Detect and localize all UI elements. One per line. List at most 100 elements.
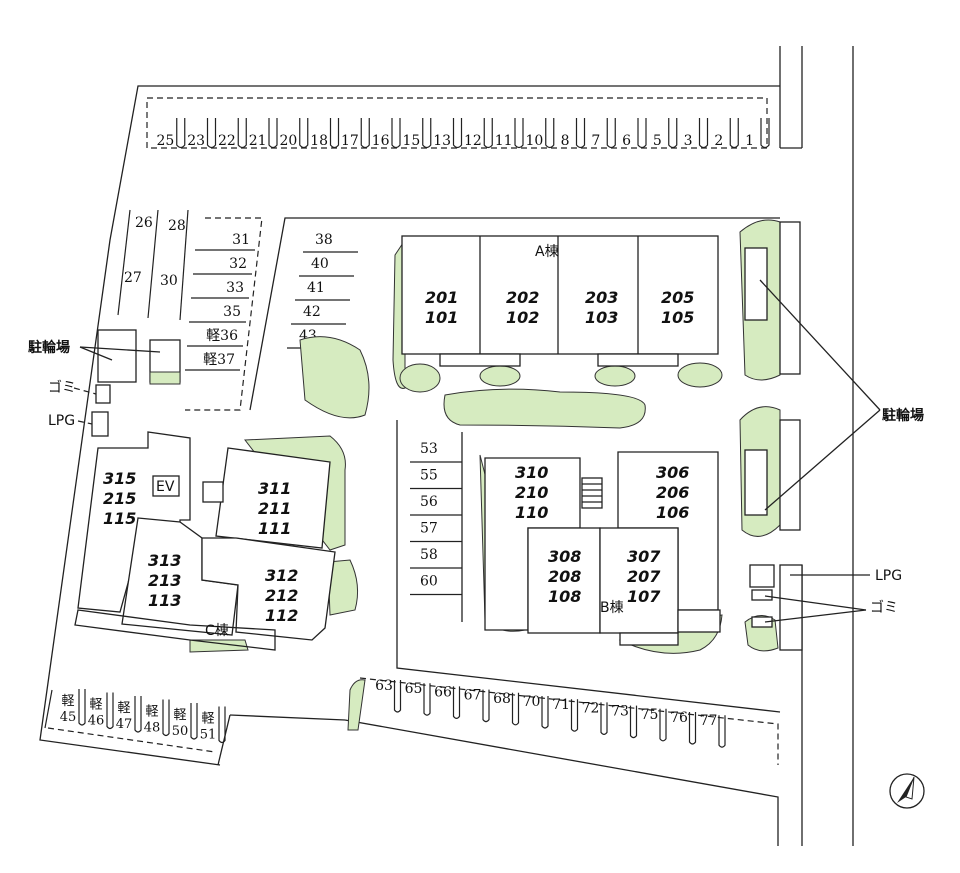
unit-label: 115 [103, 509, 136, 528]
unit-label: 211 [258, 499, 291, 518]
building-b: B棟 310 210 110 306 206 106 308 208 108 3… [484, 451, 721, 646]
unit-label: 108 [548, 587, 581, 606]
green-area [149, 371, 181, 385]
entry-porch [619, 632, 679, 646]
stall-divider [483, 118, 493, 149]
green-area [189, 639, 249, 653]
parking-stall-label: 68 [493, 691, 511, 707]
parking-stall-label: 40 [311, 256, 329, 272]
stall-divider [659, 708, 667, 742]
stall-divider [134, 696, 142, 733]
inner-road-edge [396, 420, 781, 713]
stall-divider [514, 118, 524, 149]
unit-label: 101 [425, 308, 458, 327]
garbage-box-right [751, 589, 773, 601]
entry-porch [439, 353, 521, 367]
pointer-line [764, 595, 867, 611]
bottom-parking-area [359, 677, 779, 765]
stall-divider [541, 696, 549, 729]
stall-divider [329, 118, 340, 149]
building-a: A棟 201 101 202 102 203 103 205 105 [401, 235, 719, 367]
building-c-unit-312 [201, 537, 336, 641]
parking-stall-label: 12 [464, 133, 482, 149]
parking-stall-label: 20 [279, 133, 297, 149]
stall-line [147, 209, 159, 319]
bike-rack [744, 449, 768, 516]
stall-divider [422, 118, 432, 149]
parking-stall-label: 72 [582, 700, 600, 716]
stall-divider [575, 118, 586, 149]
unit-label: 215 [103, 489, 136, 508]
parking-stall-label: 76 [670, 710, 688, 726]
parking-stall-label: 63 [375, 678, 393, 694]
building-c-label: C棟 [205, 623, 229, 639]
stall-divider [482, 689, 490, 723]
stall-divider [760, 118, 770, 149]
stall-divider [688, 712, 697, 745]
unit-label: 206 [656, 483, 689, 502]
stall-divider [729, 118, 739, 149]
unit-label: 210 [515, 483, 548, 502]
north-arrow-icon [889, 773, 925, 809]
elevator-box [152, 475, 180, 497]
parking-stall-label: 3 [684, 133, 693, 149]
pointer-line [73, 387, 97, 395]
unit-label: 313 [148, 551, 181, 570]
unit-label: 207 [627, 567, 661, 586]
parking-stall-label: 11 [495, 133, 513, 149]
pointer-line [79, 346, 113, 361]
unit-label: 111 [258, 519, 291, 538]
green-area [347, 679, 366, 731]
stall-divider [545, 118, 555, 149]
kei-stall-type: 軽 [173, 708, 186, 723]
site-boundary [217, 714, 231, 766]
stall-divider [511, 692, 520, 726]
unit-label: 103 [585, 308, 618, 327]
garbage-label-right: ゴミ [870, 599, 898, 616]
inner-road-edge [249, 217, 780, 411]
building-c: EV C棟 315 215 115 311 211 111 313 213 11… [74, 431, 336, 651]
parking-stall-label: 58 [420, 547, 438, 563]
lpg-box-left [91, 411, 109, 437]
unit-label: 106 [656, 503, 689, 522]
unit-label: 308 [548, 547, 581, 566]
building-b-unit-307 [599, 527, 679, 634]
parking-stall-label: 13 [433, 133, 451, 149]
stall-divider [629, 705, 638, 739]
bike-parking-right-1 [779, 221, 801, 375]
parking-stall-label: 53 [420, 441, 438, 457]
unit-label: 213 [148, 571, 181, 590]
parking-stall-label: 5 [653, 133, 662, 149]
green-area [327, 559, 359, 616]
garbage-box-left [95, 384, 111, 404]
site-boundary [344, 719, 779, 846]
site-boundary [39, 85, 780, 766]
bike-parking-label-left: 駐輪場 [28, 339, 70, 356]
green-area [594, 365, 636, 387]
bike-parking-label-right: 駐輪場 [882, 407, 924, 424]
mid-parking-area [185, 217, 263, 411]
parking-stall-label: 17 [341, 133, 359, 149]
stall-line [117, 209, 131, 316]
parking-stall-label: 8 [561, 133, 570, 149]
parking-stall-label: 軽37 [203, 352, 235, 368]
bike-rack [744, 247, 768, 321]
bike-parking-right-2 [779, 419, 801, 531]
parking-stall-label: 42 [303, 304, 321, 320]
stall-divider [637, 118, 647, 149]
parking-stall-label: 16 [372, 133, 390, 149]
parking-stall-label: 73 [611, 704, 629, 720]
stall-divider [452, 118, 463, 149]
unit-label: 102 [506, 308, 539, 327]
stall-divider [452, 686, 461, 719]
unit-label: 107 [627, 587, 661, 606]
kei-parking-area [47, 727, 216, 753]
kei-stall-type: 軽 [145, 705, 158, 720]
stall-line [179, 209, 189, 321]
parking-stall-label: 56 [420, 494, 438, 510]
stall-divider [393, 680, 402, 713]
